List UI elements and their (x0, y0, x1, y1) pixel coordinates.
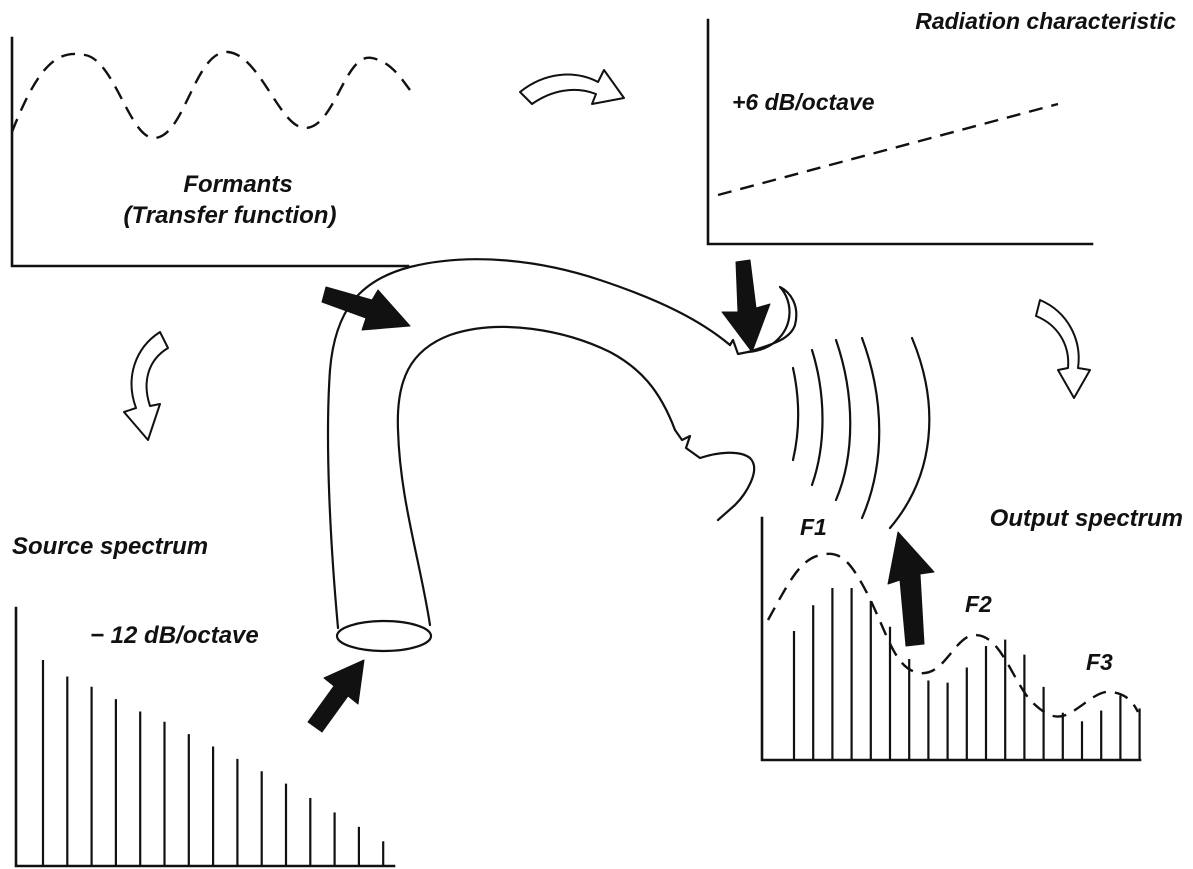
glottis-opening (335, 619, 433, 653)
formants-curve (10, 50, 411, 140)
jaw-contour (673, 428, 756, 522)
peak-label-f1: F1 (800, 514, 827, 540)
formants-title: Formants (183, 171, 292, 198)
radiation-axes (706, 18, 1094, 246)
arrow-up-output-icon (887, 531, 935, 647)
curved-arrow-right-icon (519, 69, 625, 105)
wave-arc (860, 336, 881, 520)
wave-arc (791, 366, 800, 462)
radiation-waves (791, 336, 931, 530)
arrow-into-glottis-icon (307, 659, 365, 733)
peak-label-f3: F3 (1086, 649, 1113, 675)
source-axes (14, 606, 396, 868)
output-axes (760, 516, 1142, 762)
curved-arrow-down-icon (1035, 299, 1091, 399)
formants-panel: Formants (Transfer function) (10, 36, 411, 268)
source-slope-label: − 12 dB/octave (90, 622, 259, 649)
curved-arrow-up-icon (123, 331, 169, 441)
wave-arc (810, 348, 824, 487)
radiation-panel: Radiation characteristic +6 dB/octave (706, 8, 1176, 246)
source-panel: Source spectrum − 12 dB/octave (12, 533, 396, 868)
radiation-title: Radiation characteristic (915, 8, 1176, 34)
source-bars (41, 660, 385, 866)
lip-shape (728, 285, 798, 356)
arrow-down-to-lips-icon (721, 259, 771, 353)
formants-axes (10, 36, 410, 268)
peak-label-f2: F2 (965, 591, 992, 617)
flow-arrows (307, 259, 935, 733)
wave-arc (888, 336, 931, 530)
wave-arc (834, 338, 852, 502)
output-bars (792, 588, 1141, 760)
source-title: Source spectrum (12, 533, 208, 560)
output-title: Output spectrum (990, 505, 1183, 532)
output-envelope (766, 552, 1140, 718)
cycle-arrows (123, 69, 1091, 441)
radiation-slope-line (717, 102, 1059, 197)
formants-subtitle: (Transfer function) (124, 202, 337, 229)
vocal-tract-outer-wall (326, 258, 732, 630)
output-panel: Output spectrum F1 F2 F3 (760, 505, 1183, 762)
vocal-tract (326, 258, 798, 653)
radiation-slope-label: +6 dB/octave (732, 89, 875, 115)
arrow-into-tract-icon (321, 286, 411, 331)
vocal-tract-inner-wall (396, 325, 677, 627)
